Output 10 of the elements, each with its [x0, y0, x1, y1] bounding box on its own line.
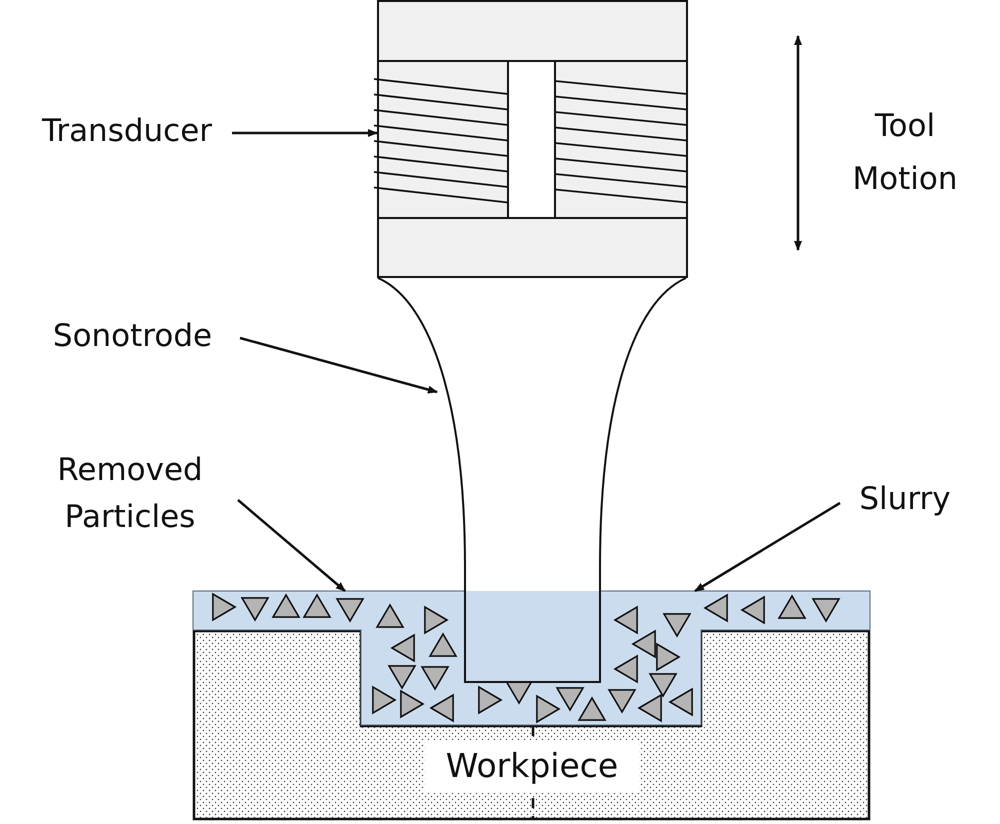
leader-arrow [237, 499, 346, 592]
leader-arrow [694, 502, 841, 592]
part-label: Slurry [845, 476, 965, 522]
part-label: Removed Particles [25, 447, 235, 540]
part-label: Transducer [22, 108, 232, 154]
leader-arrow [240, 336, 438, 394]
part-label: Workpiece [425, 740, 639, 793]
leader-arrow [232, 129, 378, 137]
note-label: Tool Motion [851, 107, 959, 199]
part-label: Sonotrode [30, 313, 235, 360]
